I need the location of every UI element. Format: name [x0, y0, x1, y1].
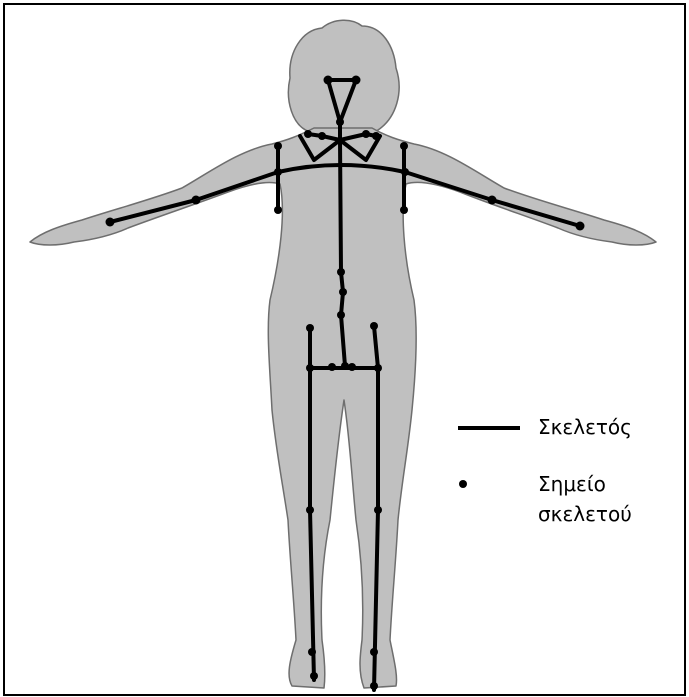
body-outline [30, 128, 656, 688]
skeleton-point [374, 364, 382, 372]
skeleton-point [308, 648, 316, 656]
skeleton-point [370, 648, 378, 656]
skeleton-point [400, 206, 408, 214]
legend-point-label-line1: Σημείο [538, 469, 632, 499]
skeleton-point [306, 506, 314, 514]
skeleton-point [400, 142, 408, 150]
skeleton-point [372, 132, 380, 140]
skeleton-point [348, 363, 356, 371]
legend-symbols [458, 428, 520, 488]
skeleton-point [274, 206, 282, 214]
skeleton-point [106, 218, 115, 227]
skeleton-point [362, 130, 370, 138]
skeleton-point [401, 168, 409, 176]
skeleton-point [336, 118, 344, 126]
skeleton-point [337, 268, 345, 276]
skeleton-point [576, 222, 585, 231]
skeleton-point [310, 672, 318, 680]
skeleton-point [306, 324, 314, 332]
skeleton-point [192, 196, 201, 205]
skeleton-point [341, 362, 349, 370]
skeleton-point [274, 142, 282, 150]
skeleton-point [337, 311, 345, 319]
skeleton-point [339, 288, 347, 296]
skeleton-point [370, 682, 378, 690]
legend-skeleton-label: Σκελετός [538, 412, 632, 442]
skeleton-point [306, 364, 314, 372]
legend-point-label-line2: σκελετού [538, 499, 632, 529]
skeleton-point [304, 130, 312, 138]
skeleton-point [374, 506, 382, 514]
skeleton-point [328, 363, 336, 371]
legend-point-dot [459, 480, 467, 488]
skeleton-point [488, 196, 497, 205]
skeleton-point [324, 76, 333, 85]
skeleton-point [318, 132, 326, 140]
skeleton-point [370, 322, 378, 330]
legend-point-label: Σημείο σκελετού [538, 469, 632, 529]
skeleton-point [352, 76, 361, 85]
skeleton-point [274, 168, 282, 176]
